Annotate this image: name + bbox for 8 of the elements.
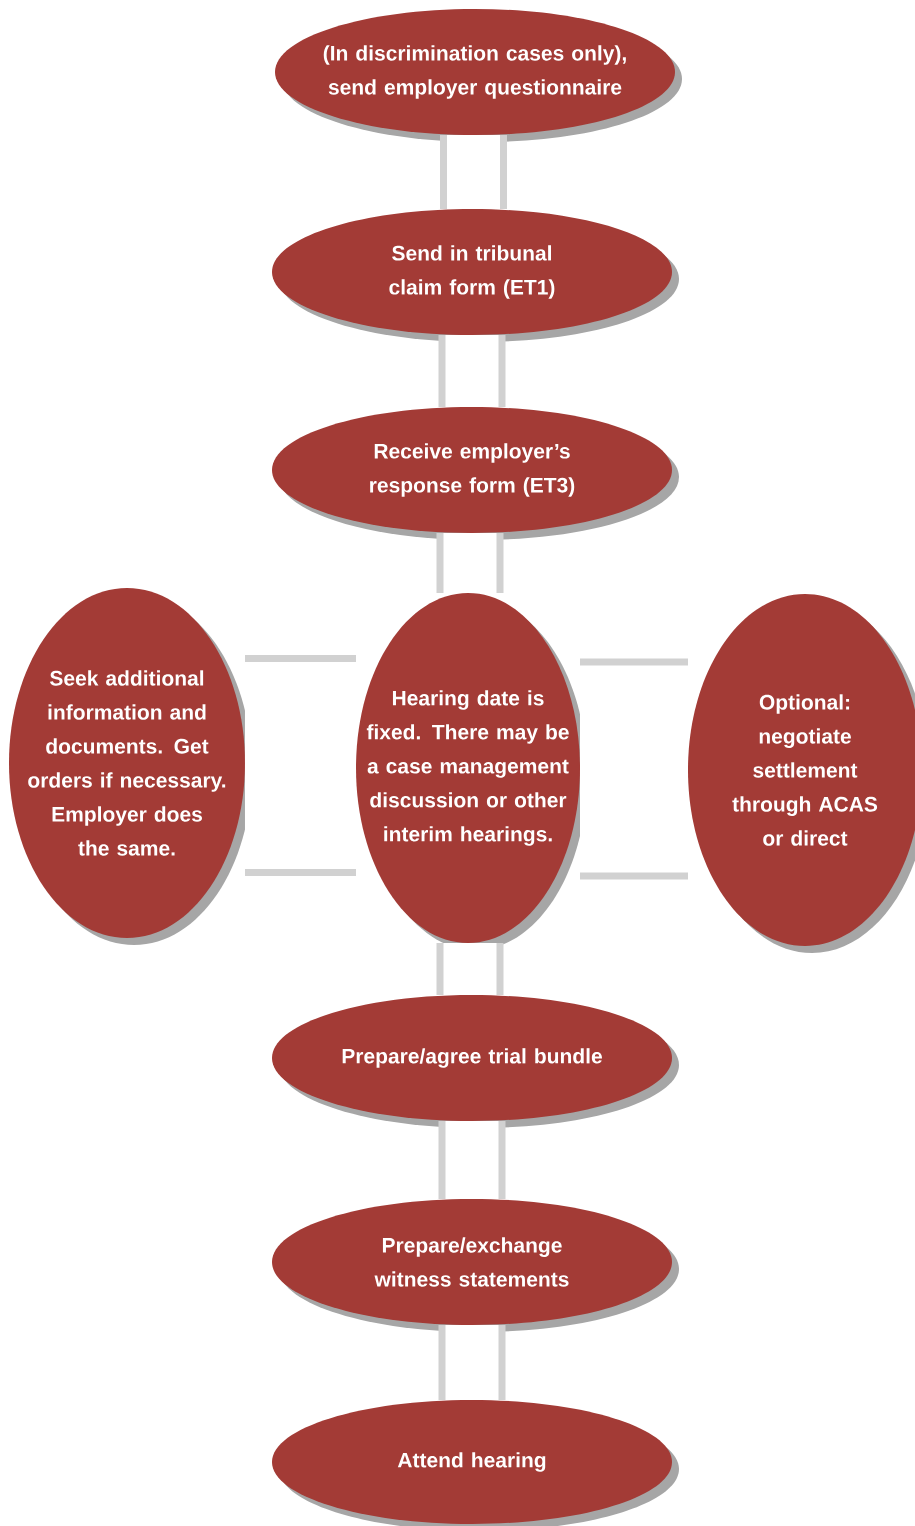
connector-band [438,1121,506,1199]
connector-band [438,1325,506,1400]
connector-band [438,335,506,407]
connector-band [436,942,504,995]
connector-band [245,655,356,876]
connector-band [436,533,504,593]
connector-band [440,135,507,209]
connector-band [580,658,688,880]
